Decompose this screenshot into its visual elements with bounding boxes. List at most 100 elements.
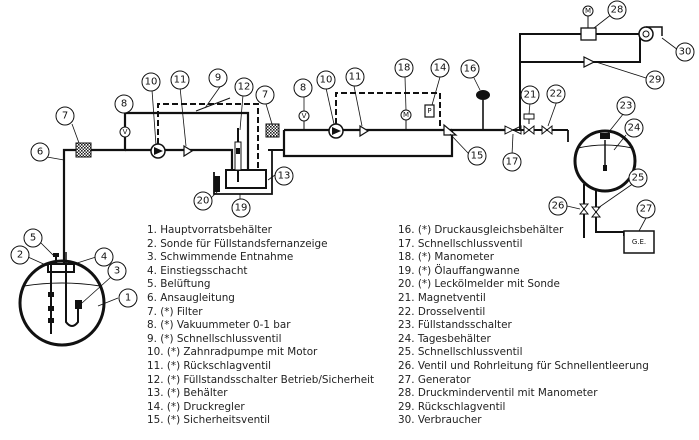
svg-text:18: 18 — [398, 63, 411, 74]
svg-text:6: 6 — [37, 147, 43, 158]
callout-7b: 7 — [255, 85, 275, 105]
svg-text:3: 3 — [114, 266, 120, 277]
floating-suction — [65, 264, 82, 327]
manometer-1-symbol: M — [403, 111, 409, 119]
level-switch — [600, 133, 610, 139]
legend-item: 28. Druckminderventil mit Manometer — [398, 387, 598, 400]
svg-text:9: 9 — [215, 73, 221, 84]
pressure-equalization-tank — [476, 90, 490, 100]
legend-item: 7. (*) Filter — [147, 305, 203, 318]
svg-text:11: 11 — [349, 72, 362, 83]
legend-item: 27. Generator — [398, 373, 471, 386]
legend-item: 18. (*) Manometer — [398, 251, 494, 264]
svg-text:25: 25 — [632, 173, 645, 184]
svg-text:4: 4 — [101, 252, 107, 263]
legend-item: 11. (*) Rückschlagventil — [147, 359, 272, 372]
svg-text:28: 28 — [611, 5, 624, 16]
svg-text:29: 29 — [649, 75, 662, 86]
legend-item: 25. Schnellschlussventil — [398, 346, 523, 359]
callout-2: 2 — [10, 245, 30, 265]
legend-item: 2. Sonde für Füllstandsfernanzeige — [147, 237, 328, 250]
legend-item: 4. Einstiegsschacht — [147, 264, 248, 277]
callout-11a: 11 — [170, 70, 190, 90]
svg-text:12: 12 — [238, 82, 251, 93]
legend-item: 26. Ventil und Rohrleitung für Schnellen… — [398, 359, 649, 372]
svg-text:11: 11 — [174, 75, 187, 86]
callout-7a: 7 — [55, 106, 75, 126]
callout-22: 22 — [546, 84, 566, 104]
callout-26: 26 — [548, 196, 568, 216]
legend-left: 1. Hauptvorratsbehälter 2. Sonde für Fül… — [147, 224, 374, 428]
svg-text:13: 13 — [278, 171, 291, 182]
svg-text:7: 7 — [62, 111, 68, 122]
svg-text:5: 5 — [30, 233, 36, 244]
callout-25: 25 — [628, 168, 648, 188]
svg-text:21: 21 — [524, 90, 537, 101]
legend-item: 17. Schnellschlussventil — [398, 237, 523, 250]
callout-21: 21 — [520, 85, 540, 105]
callout-10b: 10 — [316, 70, 336, 90]
legend-item: 30. Verbraucher — [398, 414, 482, 427]
check-valve-3 — [583, 56, 596, 68]
legend-item: 19. (*) Ölauffangwanne — [398, 264, 520, 277]
legend-item: 3. Schwimmende Entnahme — [147, 251, 294, 264]
intermediate-tank — [225, 128, 267, 189]
callout-19: 19 — [231, 198, 251, 218]
filter-2 — [265, 123, 280, 138]
svg-text:24: 24 — [628, 123, 641, 134]
callout-9: 9 — [208, 68, 228, 88]
callout-18: 18 — [394, 58, 414, 78]
legend-item: 13. (*) Behälter — [147, 387, 228, 400]
callout-8a: 8 — [114, 94, 134, 114]
callout-27: 27 — [636, 199, 656, 219]
vacuum-meter-1-symbol: V — [123, 128, 128, 136]
legend-item: 16. (*) Druckausgleichsbehälter — [398, 224, 564, 236]
manhole-shaft — [47, 253, 75, 273]
legend-item: 20. (*) Leckölmelder mit Sonde — [398, 278, 560, 291]
svg-text:16: 16 — [464, 64, 477, 75]
callout-5: 5 — [23, 228, 43, 248]
svg-text:27: 27 — [640, 204, 653, 215]
check-valve-2 — [359, 124, 370, 138]
callout-10a: 10 — [141, 72, 161, 92]
callout-29: 29 — [645, 70, 665, 90]
legend-item: 1. Hauptvorratsbehälter — [147, 224, 272, 236]
callout-12: 12 — [234, 77, 254, 97]
shutoff-valve-2 — [590, 206, 602, 218]
vacuum-meter-2-symbol: V — [302, 112, 307, 120]
legend-item: 22. Drosselventil — [398, 305, 486, 318]
svg-text:30: 30 — [679, 47, 692, 58]
throttle-valve — [541, 124, 553, 136]
legend-item: 21. Magnetventil — [398, 291, 486, 304]
callout-16: 16 — [460, 59, 480, 79]
drain-valve — [578, 203, 590, 215]
filter-1 — [75, 142, 92, 158]
shutoff-valve-1 — [504, 125, 515, 135]
callout-14: 14 — [430, 58, 450, 78]
svg-text:8: 8 — [300, 83, 306, 94]
main-storage-tank — [18, 259, 106, 347]
day-tank — [573, 129, 637, 193]
gear-pump-2-arrow — [332, 127, 341, 135]
pressure-regulator-symbol: P — [427, 107, 431, 115]
svg-text:10: 10 — [320, 75, 333, 86]
svg-text:20: 20 — [197, 196, 210, 207]
callout-28: 28 — [607, 0, 627, 20]
callout-leaders — [27, 13, 679, 307]
svg-text:17: 17 — [506, 157, 519, 168]
callout-1: 1 — [118, 288, 138, 308]
legend-item: 8. (*) Vakuummeter 0-1 bar — [147, 319, 291, 332]
svg-text:15: 15 — [471, 151, 484, 162]
generator-label: G.E. — [632, 238, 646, 246]
pressure-regulator — [424, 104, 435, 118]
bypass-line-2 — [335, 92, 441, 130]
svg-text:1: 1 — [125, 293, 131, 304]
check-valve-1 — [183, 144, 194, 158]
pressure-reducing-valve-symbol: M — [585, 7, 591, 15]
leak-detector — [214, 176, 220, 192]
pressure-reducing-valve: M — [580, 5, 597, 41]
callout-17: 17 — [502, 152, 522, 172]
callout-8b: 8 — [293, 78, 313, 98]
callout-30: 30 — [675, 42, 695, 62]
